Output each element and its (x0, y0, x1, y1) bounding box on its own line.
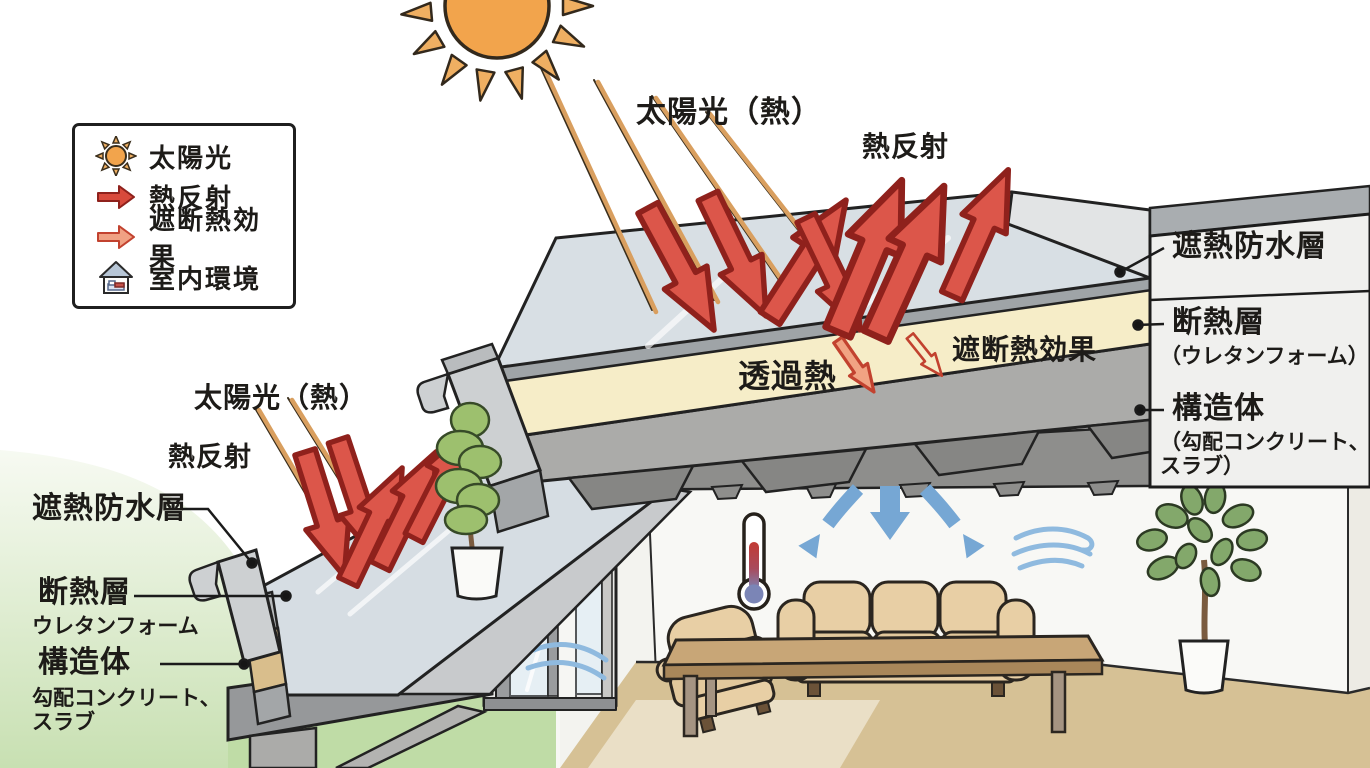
legend-item-heat-reflection: 熱反射 (95, 177, 279, 217)
coffee-table (661, 634, 1105, 738)
legend-box: 太陽光 熱反射 遮断熱効果 室内環境 (72, 123, 296, 309)
label-right-structure-sub: （勾配コンクリート、 スラブ） (1160, 430, 1370, 479)
legend-label-sunlight: 太陽光 (149, 143, 234, 174)
conifer-plant (434, 401, 504, 601)
label-right-structure: 構造体 (1172, 391, 1265, 426)
leader-lines (134, 246, 1165, 670)
label-sunlight-top: 太陽光（熱） (636, 95, 822, 130)
label-sunlight-left: 太陽光（熱） (194, 381, 369, 414)
legend-label-heat-block: 遮断熱効果 (149, 206, 262, 274)
label-heat-reflection-top: 熱反射 (862, 130, 950, 163)
label-heat-block-effect: 遮断熱効果 (952, 333, 1098, 366)
label-right-waterproof: 遮熱防水層 (1172, 229, 1327, 264)
right-wall-cap (1148, 184, 1370, 238)
indoor-plant (1136, 481, 1269, 695)
right-label-panel (1148, 212, 1370, 489)
legend-label-heat-reflection: 熱反射 (149, 184, 234, 215)
legend-item-sunlight: 太陽光 (95, 136, 279, 176)
rug (588, 700, 880, 768)
heat-block-arrow-icon (95, 217, 137, 257)
label-left-insulation-sub: ウレタンフォーム (32, 614, 199, 638)
label-transmitted-heat: 透過熱 (738, 357, 838, 395)
heat-reflection-arrow-icon (95, 177, 137, 217)
label-right-insulation-sub: （ウレタンフォーム） (1160, 344, 1369, 368)
plant-pot (1178, 639, 1230, 695)
label-heat-reflection-left: 熱反射 (168, 442, 252, 473)
label-right-insulation: 断熱層 (1172, 305, 1265, 340)
label-left-insulation: 断熱層 (38, 575, 131, 610)
label-left-waterproof: 遮熱防水層 (32, 491, 187, 526)
legend-item-heat-block: 遮断熱効果 (95, 206, 279, 273)
sun-icon (95, 136, 137, 176)
label-left-structure: 構造体 (38, 645, 131, 680)
breeze-icon-window (525, 642, 609, 681)
label-left-structure-sub: 勾配コンクリート、 スラブ (32, 686, 221, 735)
sun (400, 0, 595, 102)
legend-item-indoor: 室内環境 (95, 258, 279, 298)
thermometer (737, 512, 771, 611)
breeze-icon-right (1011, 526, 1095, 571)
conifer-pot (450, 546, 504, 601)
cool-air-arrows (798, 484, 985, 559)
legend-label-indoor: 室内環境 (149, 265, 262, 296)
house-icon (95, 258, 137, 298)
